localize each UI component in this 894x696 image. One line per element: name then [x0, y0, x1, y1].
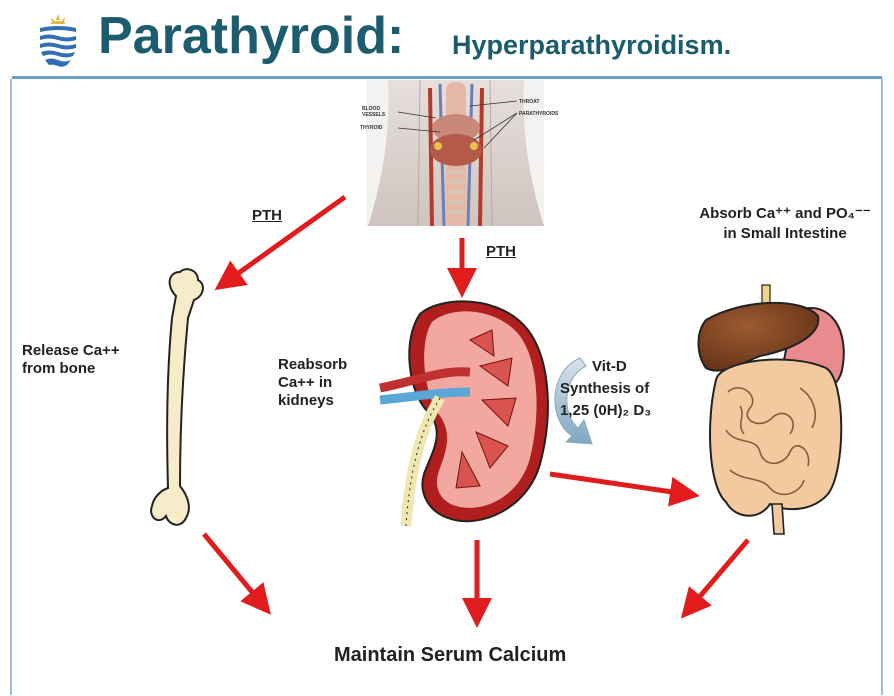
reabsorb-calcium-label: Reabsorb Ca++ in kidneys — [278, 356, 347, 410]
neck-label-throat: THROAT — [519, 99, 539, 105]
neck-anatomy-image: BLOOD VESSELS THYROID THROAT PARATHYROID… — [360, 80, 559, 226]
neck-label-parathyroids: PARATHYROIDS — [519, 111, 559, 117]
release-calcium-label: Release Ca++ from bone — [22, 342, 120, 378]
pth-label-center: PTH — [486, 243, 516, 261]
neck-label-thyroid: THYROID — [360, 125, 383, 131]
absorb-intestine-label: Absorb Ca⁺⁺ and PO₄⁻⁻ in Small Intestine — [690, 204, 880, 244]
pth-arrow-to-bone — [226, 197, 345, 282]
calcitriol-formula-label: 1,25 (0H)₂ D₃ — [560, 402, 651, 420]
curved-arrow-icon — [555, 358, 592, 444]
digestive-system-icon — [699, 285, 844, 534]
vitamin-d-label: Vit-D — [592, 358, 627, 376]
bone-icon — [151, 269, 203, 525]
svg-text:VESSELS: VESSELS — [362, 112, 386, 118]
maintain-serum-calcium-label: Maintain Serum Calcium — [334, 646, 566, 664]
pth-label-left: PTH — [252, 207, 282, 225]
kidney-arrow-to-intestine — [550, 474, 686, 494]
intestine-arrow-to-calcium — [690, 540, 748, 608]
synthesis-label: Synthesis of — [560, 380, 649, 398]
bone-arrow-to-calcium — [204, 534, 262, 604]
kidney-icon — [380, 301, 548, 526]
